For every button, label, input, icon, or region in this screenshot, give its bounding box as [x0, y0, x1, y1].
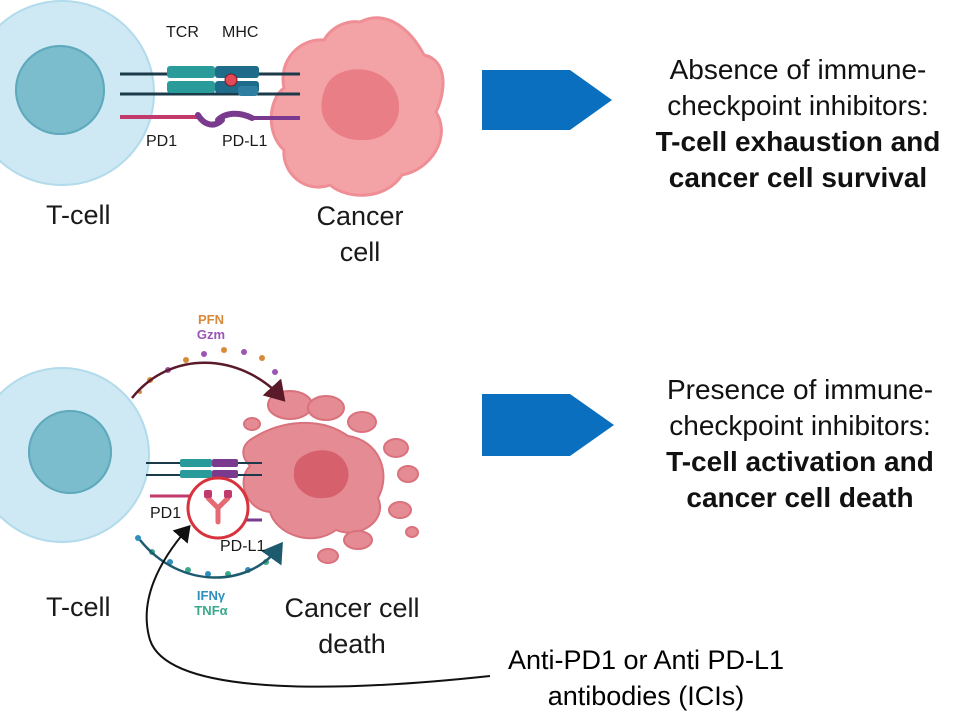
top-result-line2: checkpoint inhibitors: [667, 90, 929, 121]
top-result-line1: Absence of immune- [669, 54, 927, 85]
top-pd1-pdl1 [120, 110, 300, 128]
antibody-arrow [145, 524, 491, 688]
bottom-tcell [0, 367, 150, 543]
cancer-cell-death-line2: death [318, 629, 386, 659]
bottom-result-arrow [482, 394, 614, 456]
pd1-label-top: PD1 [146, 133, 178, 150]
bottom-result-bold2: cancer cell death [686, 482, 914, 513]
antibody-blocking-circle [186, 476, 250, 540]
top-result-arrow [482, 70, 612, 130]
ifn-label: IFNγ [196, 588, 226, 603]
pdl1-label-bottom: PD-L1 [220, 538, 266, 555]
cytotoxic-dots-top [138, 347, 278, 394]
top-result-text: Absence of immune- checkpoint inhibitors… [638, 52, 958, 196]
tcell-label-bottom: T-cell [46, 592, 111, 622]
bottom-result-line1: Presence of immune- [666, 374, 934, 405]
cytotoxic-arrow [131, 361, 286, 402]
top-cancer-nucleus [321, 69, 400, 141]
pdl1-label-top: PD-L1 [222, 133, 268, 150]
bottom-cancer-core [293, 450, 349, 499]
cancer-cell-death-line1: Cancer cell [284, 593, 420, 623]
tcell-label-top: T-cell [46, 200, 111, 230]
bottom-result-line2: checkpoint inhibitors: [669, 410, 931, 441]
bottom-result-text: Presence of immune- checkpoint inhibitor… [640, 372, 960, 516]
pfn-label: PFN [198, 312, 224, 327]
tcr-label: TCR [166, 24, 199, 41]
antibody-label-line1: Anti-PD1 or Anti PD-L1 [507, 645, 785, 675]
cytokine-arrow [139, 539, 283, 579]
gzm-label: Gzm [196, 327, 226, 342]
bottom-result-bold1: T-cell activation and [666, 446, 934, 477]
antibody-label-line2: antibodies (ICIs) [547, 681, 745, 711]
antibody-label: Anti-PD1 or Anti PD-L1 antibodies (ICIs) [456, 642, 836, 714]
pd1-label-bottom: PD1 [150, 505, 182, 522]
cancer-cell-label-top-line2: cell [339, 237, 381, 267]
cancer-cell-label-top-line1: Cancer [316, 201, 404, 231]
top-result-bold2: cancer cell survival [668, 162, 928, 193]
cancer-cell-label-top: Cancer cell [300, 198, 420, 270]
bottom-tcr-mhc-complex [146, 459, 262, 478]
tnf-label: TNFα [194, 603, 228, 618]
top-tcell [0, 0, 155, 186]
mhc-label: MHC [222, 24, 259, 41]
top-tcr-mhc-complex [120, 66, 300, 96]
cancer-cell-death-label: Cancer cell death [262, 590, 442, 662]
top-result-bold1: T-cell exhaustion and [655, 126, 941, 157]
